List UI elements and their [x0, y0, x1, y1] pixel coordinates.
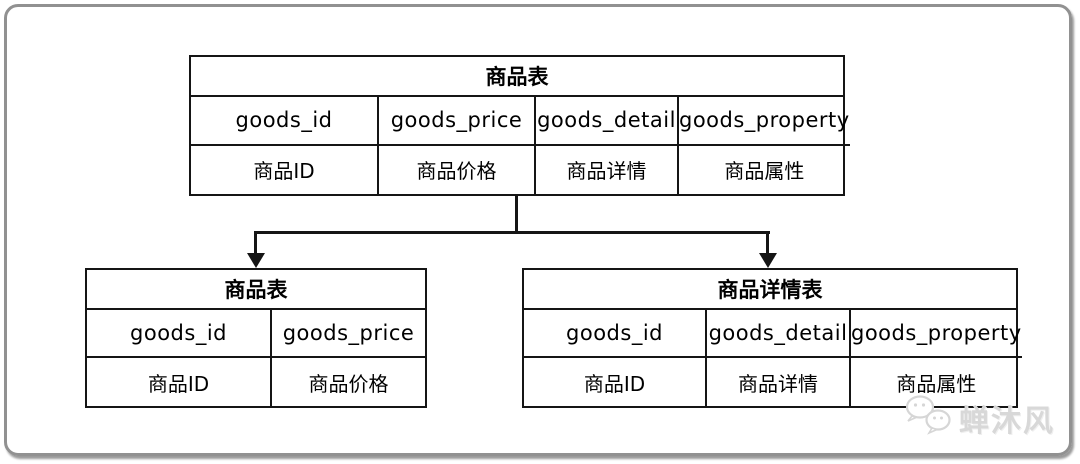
column-label-cell: 商品ID: [253, 159, 315, 184]
table-title: 商品表: [87, 270, 425, 310]
column-label-cell: 商品价格: [377, 145, 534, 194]
column-name-cell: goods_price: [270, 310, 425, 358]
table-grid: goods_id goods_price 商品ID 商品价格: [87, 310, 425, 406]
column-label-cell: 商品ID: [583, 371, 646, 396]
column-name-cell: goods_detail: [705, 310, 849, 358]
connector-cross-line: [254, 231, 770, 234]
column-name-cell: goods_id: [524, 310, 705, 358]
column-name-cell: goods_id: [87, 310, 270, 358]
arrow-down-left-icon: [247, 253, 265, 268]
column-name-cell: goods_id: [191, 97, 377, 146]
connector-stem-line: [515, 196, 518, 233]
table-goods-split: 商品表 goods_id goods_price 商品ID 商品价格: [85, 268, 427, 408]
column-label-cell: 商品ID: [147, 371, 210, 396]
watermark-text: 蝉沐风: [959, 404, 1055, 439]
column-name-cell: goods_price: [377, 97, 534, 146]
arrow-down-right-icon: [759, 253, 777, 268]
column-label-cell: 商品属性: [677, 145, 850, 194]
table-grid: goods_id goods_detail goods_property 商品I…: [524, 310, 1022, 406]
table-title: 商品详情表: [524, 270, 1016, 310]
column-label-cell: 商品价格: [270, 358, 425, 406]
table-grid: goods_id goods_price goods_detail goods_…: [191, 97, 850, 194]
outer-frame: [4, 4, 1072, 456]
table-goods-detail-split: 商品详情表 goods_id goods_detail goods_proper…: [522, 268, 1022, 408]
connector-right-line: [766, 231, 769, 256]
connector-left-line: [254, 231, 257, 256]
table-title: 商品表: [191, 57, 843, 97]
column-name-cell: goods_detail: [534, 97, 677, 146]
table-goods-full: 商品表 goods_id goods_price goods_detail go…: [189, 55, 850, 196]
column-label-cell: 商品详情: [534, 145, 677, 194]
watermark: 蝉沐风: [903, 394, 1055, 442]
column-name-cell: goods_property: [677, 97, 850, 146]
wechat-icon: [903, 394, 955, 442]
column-name-cell: goods_property: [849, 310, 1022, 358]
column-label-cell: 商品详情: [705, 358, 849, 406]
column-label-cell: 商品属性: [849, 358, 1022, 406]
